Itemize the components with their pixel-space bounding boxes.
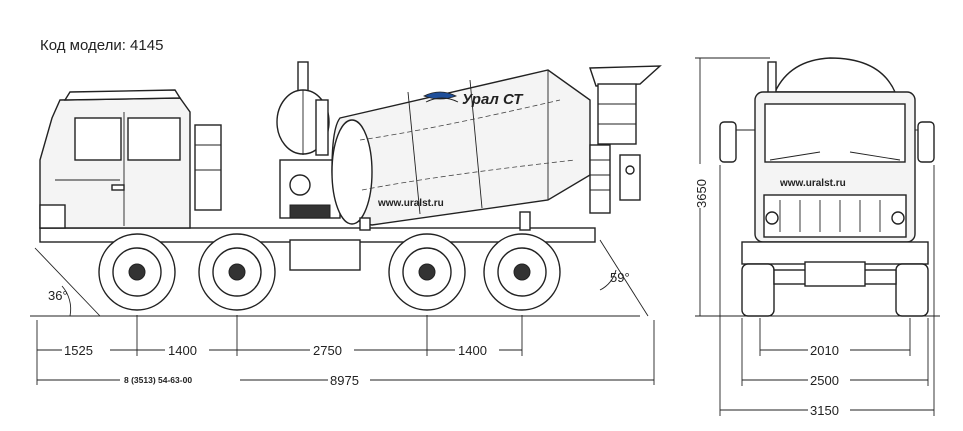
dim-mirror-width: 3150 [810,403,839,418]
dim-wheelbase-3: 1400 [458,343,487,358]
ladder [589,144,611,214]
cab [39,89,191,229]
mirror-right [917,121,935,163]
water-tank [289,239,361,271]
rear-platform [589,65,662,214]
departure-angle: 59° [610,270,630,285]
front-bumper [741,241,929,265]
cab-window-front [74,117,122,161]
drum-drive [279,159,341,219]
front-view: www.uralst.ru 3650 2010 2500 3 [692,57,940,418]
drum-logo: Урал СТ [422,91,524,108]
model-code: Код модели: 4145 [40,37,163,54]
grille [763,194,907,238]
chute [619,154,641,201]
drum-website: www.uralst.ru [377,198,444,209]
front-wheel-left [741,263,775,317]
wheel-1 [98,233,176,311]
front-website: www.uralst.ru [779,178,846,189]
windshield [764,103,906,163]
dim-total-length: 8975 [330,373,359,388]
dim-wheelbase-2: 2750 [313,343,342,358]
mixer-drum [331,69,591,231]
dim-width: 2500 [810,373,839,388]
air-intake [194,124,222,211]
dim-overhang-front: 1525 [64,343,93,358]
wheel-2 [198,233,276,311]
dim-track: 2010 [810,343,839,358]
front-drum [773,57,897,93]
water-tank-vertical [276,61,330,156]
cab-window-side [127,117,181,161]
dim-height: 3650 [694,179,709,208]
phone-number: 8 (3513) 54-63-00 [124,375,192,385]
dim-wheelbase-1: 1400 [168,343,197,358]
departure-line [599,239,649,317]
front-wheel-right [895,263,929,317]
mirror-left [719,121,737,163]
drum-brand: Урал СТ [462,91,524,108]
side-view: Урал СТ www.uralst.ru [30,61,662,388]
wheel-4 [483,233,561,311]
approach-line [34,247,101,317]
approach-angle: 36° [48,288,68,303]
wheel-3 [388,233,466,311]
